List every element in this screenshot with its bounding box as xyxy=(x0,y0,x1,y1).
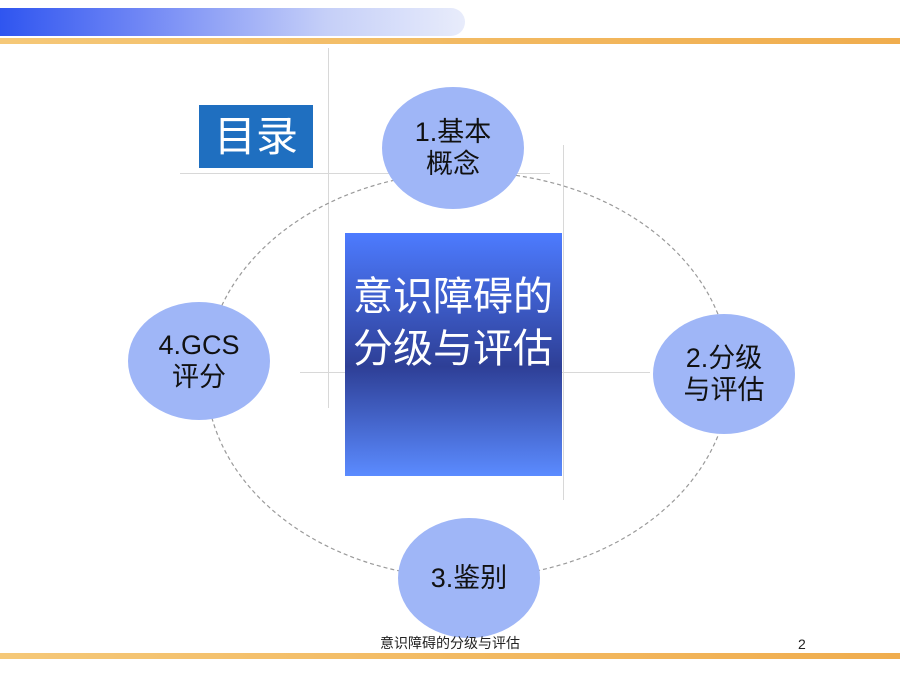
node-basic-concepts: 1.基本概念 xyxy=(382,87,524,209)
guide-line-vertical xyxy=(328,48,329,408)
header-accent-line xyxy=(0,38,900,44)
center-topic-title: 意识障碍的分级与评估 xyxy=(353,275,553,371)
page-title: 目录 xyxy=(199,105,313,168)
center-topic-box: 意识障碍的分级与评估 xyxy=(345,233,562,476)
footer-title: 意识障碍的分级与评估 xyxy=(380,635,520,651)
footer-accent-line xyxy=(0,653,900,659)
page-number: 2 xyxy=(798,636,806,652)
node-differentiation: 3.鉴别 xyxy=(398,518,540,638)
header-bar xyxy=(0,8,465,36)
guide-line-vertical xyxy=(563,145,564,500)
node-grading-assessment: 2.分级与评估 xyxy=(653,314,795,434)
guide-line-horizontal xyxy=(180,173,550,174)
